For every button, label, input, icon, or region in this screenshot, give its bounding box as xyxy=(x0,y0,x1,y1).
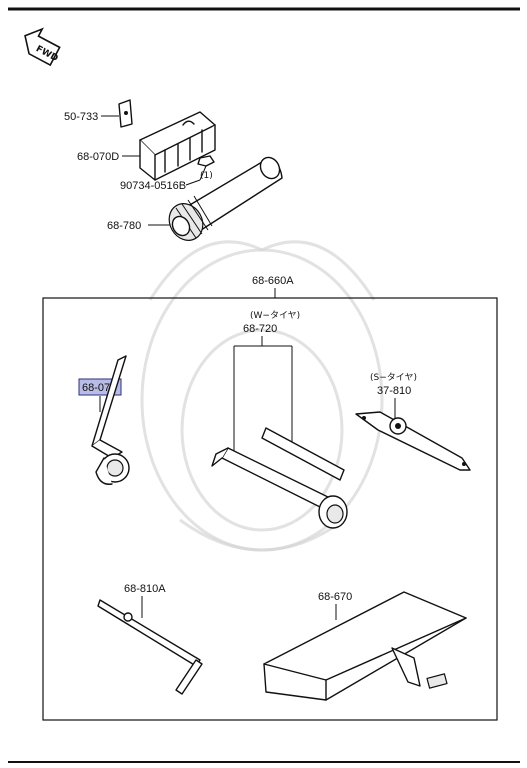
label-90734: 90734-0516B xyxy=(120,180,186,192)
label-68-070: 68-070 xyxy=(82,382,116,394)
jack-handle-68-780 xyxy=(168,156,283,241)
label-s-tire: (S−タイヤ) xyxy=(370,372,417,383)
bolt-90734 xyxy=(197,155,215,181)
lug-wrench-68-720 xyxy=(211,427,348,529)
fwd-arrow-icon: FWD xyxy=(24,27,61,67)
watermark-emblem xyxy=(140,240,384,552)
label-68-720: 68-720 xyxy=(243,323,277,335)
label-68-810a: 68-810A xyxy=(124,583,166,595)
wheel-wrench-68-070 xyxy=(91,355,130,485)
label-68-780: 68-780 xyxy=(107,220,141,232)
label-68-660a: 68-660A xyxy=(252,275,294,287)
label-37-810: 37-810 xyxy=(377,385,411,397)
clip-50-733 xyxy=(118,99,133,128)
label-68-070d: 68-070D xyxy=(77,151,119,163)
tool-kit-box xyxy=(42,297,498,721)
spanner-37-810 xyxy=(355,411,471,471)
label-50-733: 50-733 xyxy=(64,111,98,123)
label-w-tire: (W−タイヤ) xyxy=(250,310,300,321)
jack-crank-68-810a xyxy=(97,599,203,695)
tool-bag-68-670 xyxy=(263,591,467,701)
bracket-68-070d xyxy=(139,111,216,181)
label-qty: (1) xyxy=(200,171,213,181)
label-68-670: 68-670 xyxy=(318,591,352,603)
